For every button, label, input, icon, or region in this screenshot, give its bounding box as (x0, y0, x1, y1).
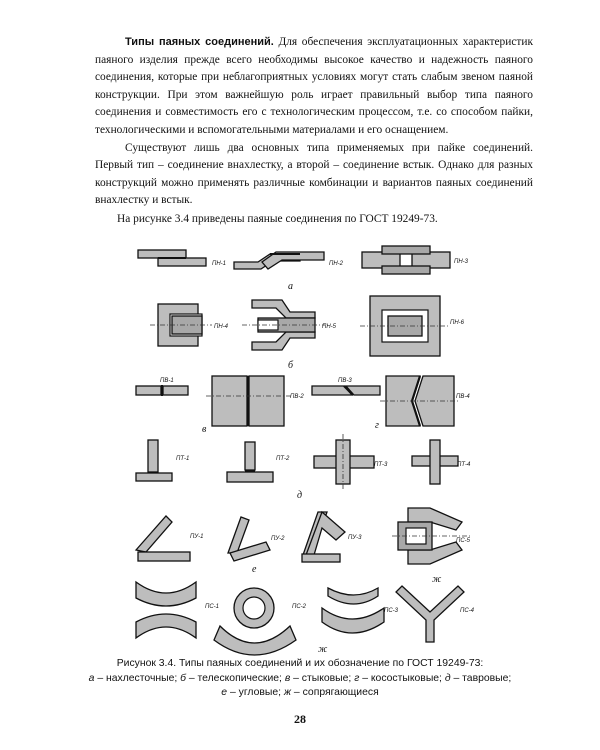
sublabel-zh2: ж (318, 644, 328, 655)
joint-pu1: ПУ-1 (134, 515, 204, 562)
joint-pu3: ПУ-3 (301, 510, 362, 563)
label-pv2: ПВ-2 (290, 394, 304, 400)
paragraph-2: Существуют лишь два основных типа примен… (95, 141, 533, 207)
label-pn4: ПН-4 (214, 324, 229, 330)
joint-pt4: ПТ-4 д (297, 439, 471, 501)
label-ps4: ПС-4 (460, 608, 475, 614)
body-text: Типы паяных соединений. Для обеспечения … (95, 34, 533, 229)
label-pu3: ПУ-3 (348, 535, 362, 541)
sublabel-d: д (297, 490, 302, 501)
joint-ps1: ПС-1 (135, 580, 219, 640)
paragraph-3: На рисунке 3.4 приведены паяные соединен… (117, 212, 438, 225)
paragraph-1: Типы паяных соединений. Для обеспечения … (95, 34, 533, 140)
label-pt2: ПТ-2 (276, 456, 290, 462)
label-ps2: ПС-2 (292, 604, 307, 610)
joint-pt3: ПТ-3 (313, 434, 388, 490)
caption-line-1: Рисунок 3.4. Типы паяных соединений и их… (116, 658, 484, 669)
section-title: Типы паяных соединений. (125, 36, 274, 48)
caption-line-2: а – нахлесточные; б – телескопические; в… (88, 672, 512, 684)
joint-ps5: ПС-5 ж (392, 507, 471, 585)
joint-pn1: ПН-1 (137, 249, 226, 267)
label-pn5: ПН-5 (322, 324, 337, 330)
label-pn1: ПН-1 (212, 261, 226, 267)
joint-ps3: ПС-3 (321, 586, 399, 634)
label-pt3: ПТ-3 (374, 462, 388, 468)
label-pv3: ПВ-3 (338, 378, 352, 384)
label-pu1: ПУ-1 (190, 534, 204, 540)
joint-pn6: ПН-6 (360, 295, 465, 357)
page-number: 28 (294, 712, 306, 726)
sublabel-a: а (288, 281, 293, 292)
joint-pv4: ПВ-4 (380, 375, 470, 427)
paragraph-1-body: Для обеспечения эксплуатационных характе… (95, 36, 534, 136)
sublabel-zh1: ж (432, 574, 442, 585)
label-pn6: ПН-6 (450, 320, 465, 326)
label-ps3: ПС-3 (384, 608, 399, 614)
joint-pn3: ПН-3 (361, 245, 469, 275)
sublabel-g: г (375, 420, 379, 431)
joint-ps2: ПС-2 (213, 587, 307, 656)
joint-pt2: ПТ-2 (226, 441, 290, 483)
label-pt1: ПТ-1 (176, 456, 189, 462)
label-ps5: ПС-5 (456, 538, 471, 544)
sublabel-b: б (288, 360, 294, 371)
label-ps1: ПС-1 (205, 604, 219, 610)
label-pu2: ПУ-2 (271, 536, 285, 542)
label-pn2: ПН-2 (329, 261, 344, 267)
figure-caption: Рисунок 3.4. Типы паяных соединений и их… (60, 657, 540, 701)
caption-line-3: е – угловые; ж – сопрягающиеся (221, 687, 379, 698)
joint-pn2: ПН-2 а (233, 251, 344, 292)
joint-pv1: ПВ-1 в (135, 378, 207, 435)
joint-pt1: ПТ-1 (135, 439, 189, 482)
joint-ps4: ПС-4 ж (318, 585, 475, 655)
sublabel-e: е (252, 564, 257, 575)
joint-pn4: ПН-4 (150, 303, 229, 347)
label-pv1: ПВ-1 (160, 378, 174, 384)
label-pt4: ПТ-4 (457, 462, 471, 468)
joint-pv3: ПВ-3 г (311, 378, 381, 431)
joint-pu2: ПУ-2 е (227, 516, 285, 575)
sublabel-v: в (202, 424, 207, 435)
label-pn3: ПН-3 (454, 259, 469, 265)
joint-pn5: ПН-5 б (242, 299, 337, 371)
joint-pv2: ПВ-2 (206, 375, 304, 427)
label-pv4: ПВ-4 (456, 394, 470, 400)
